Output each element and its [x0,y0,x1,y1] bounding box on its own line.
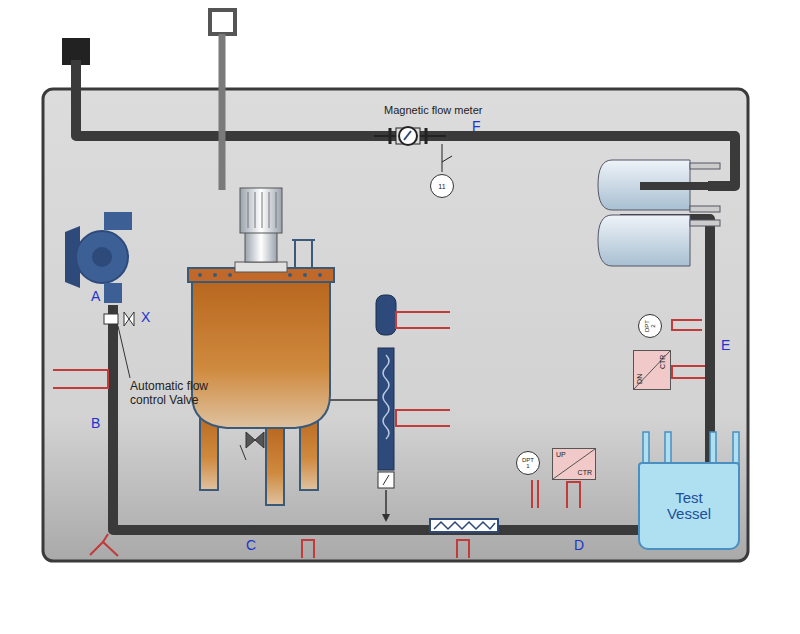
callout-letter: F [472,118,492,134]
node-text: CTR [578,469,592,477]
callout-letter: E [721,337,741,353]
callout-letter: X [141,309,161,325]
annotation-text: Magnetic flow meter [384,104,514,117]
callout-letter: D [574,537,594,553]
node-text: DPT 2 [644,318,656,334]
test-vessel: Test Vessel [638,462,740,550]
instrument-circle: 11 [430,174,454,198]
node-text: 11 [434,183,450,190]
annotation-text: Automatic flow control Valve [130,380,212,408]
callout-letter: C [246,537,266,553]
callout-letter: B [91,415,111,431]
controller-box: UP CTR [552,448,596,480]
node-text: DN [636,374,644,384]
callout-letter: A [91,288,111,304]
node-text: DPT 1 [520,457,536,469]
dpt-circle: DPT 2 [638,314,662,338]
dpt-circle: DPT 1 [516,451,540,475]
node-text: CTR [659,355,667,369]
controller-box: DN CTR [633,350,671,390]
node-text: Test Vessel [659,490,719,523]
node-text: UP [556,451,566,459]
